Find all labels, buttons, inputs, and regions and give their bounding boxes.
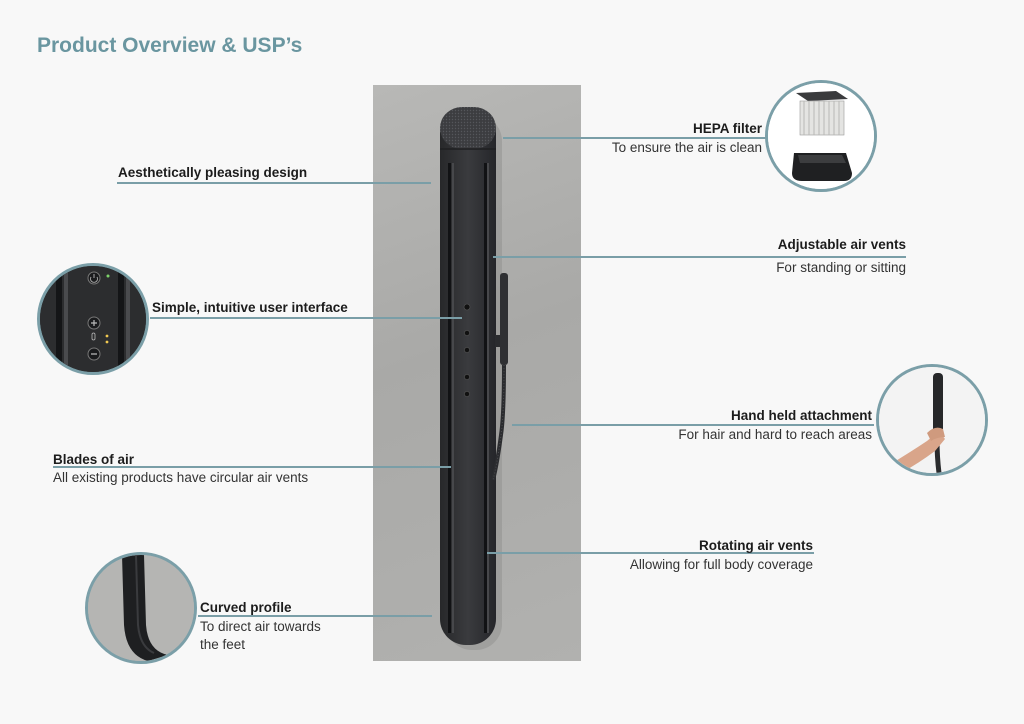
air-tower-illustration: [440, 107, 508, 650]
temperature-icon: [91, 332, 96, 341]
vents-title: Adjustable air vents: [777, 237, 906, 252]
hand-image: [889, 431, 945, 473]
handheld-subtitle: For hair and hard to reach areas: [678, 427, 872, 442]
vents-subtitle: For standing or sitting: [776, 260, 906, 275]
filter-icon: [768, 83, 874, 189]
power-icon: [87, 271, 101, 285]
ui-closeup-circle: [37, 263, 149, 375]
hepa-subtitle: To ensure the air is clean: [611, 140, 762, 155]
connector-design: [117, 182, 431, 184]
filter-mesh: [440, 107, 496, 149]
curved-title: Curved profile: [200, 600, 292, 615]
curved-subtitle-2: the feet: [200, 637, 246, 652]
connector-hepa: [503, 137, 768, 139]
hepa-filter-circle: [765, 80, 877, 192]
rotating-subtitle: Allowing for full body coverage: [629, 557, 813, 572]
handheld-title: Hand held attachment: [730, 408, 872, 423]
plus-icon: [87, 316, 101, 330]
connector-ui: [150, 317, 462, 319]
handheld-circle: [876, 364, 988, 476]
product-photo: [373, 85, 581, 661]
minus-icon: [87, 347, 101, 361]
blades-subtitle: All existing products have circular air …: [53, 470, 309, 485]
ui-title: Simple, intuitive user interface: [152, 300, 348, 315]
rotating-title: Rotating air vents: [698, 538, 813, 553]
connector-handheld: [512, 424, 874, 426]
connector-curved: [198, 615, 432, 617]
page-title: Product Overview & USP’s: [37, 34, 303, 57]
handheld-wand: [500, 273, 508, 365]
hepa-title: HEPA filter: [692, 121, 762, 136]
curved-profile-circle: [85, 552, 197, 664]
wand-icon: [933, 373, 943, 439]
design-title: Aesthetically pleasing design: [118, 165, 308, 180]
curved-subtitle-1: To direct air towards: [200, 619, 321, 634]
connector-rotating: [487, 552, 814, 554]
blades-title: Blades of air: [53, 452, 135, 467]
connector-vents: [493, 256, 906, 258]
connector-blades: [53, 466, 451, 468]
